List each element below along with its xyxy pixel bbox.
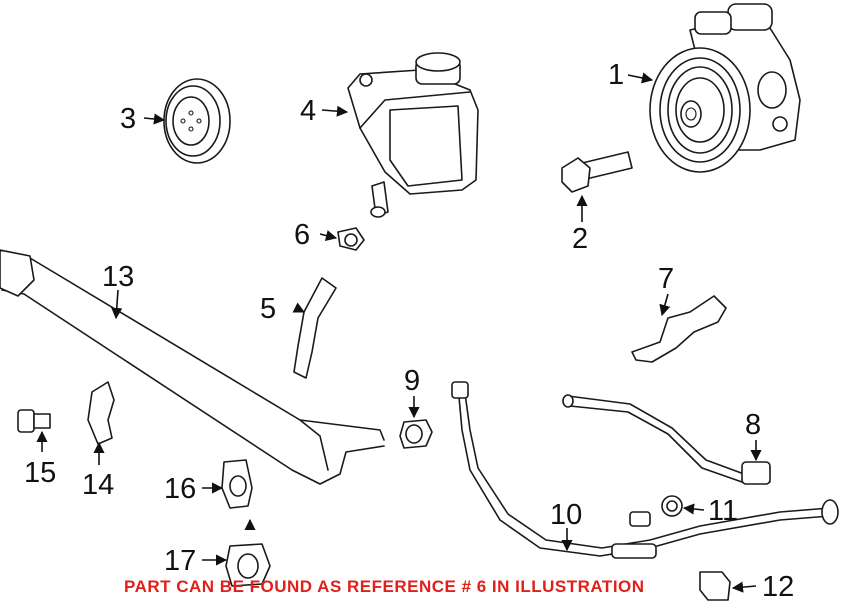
clamp: [221, 459, 253, 509]
power-steering-pump: [649, 3, 801, 173]
pressure-line: [451, 381, 839, 559]
reference-note: PART CAN BE FOUND AS REFERENCE # 6 IN IL…: [124, 577, 645, 596]
callout-3: 3: [120, 103, 136, 135]
pulley: [163, 78, 231, 164]
callout-16: 16: [164, 473, 196, 505]
clamp: [225, 543, 271, 587]
plug: [699, 571, 731, 601]
callout-11: 11: [708, 495, 738, 527]
bracket: [87, 381, 115, 445]
cooler-tube: [0, 249, 385, 485]
callout-14: 14: [82, 469, 114, 501]
callout-13: 13: [102, 261, 134, 293]
line-clip: [399, 419, 433, 449]
callout-9: 9: [404, 365, 420, 397]
o-ring: [661, 495, 683, 517]
hose-clamp: [337, 227, 365, 251]
callout-10: 10: [550, 499, 582, 531]
callout-1: 1: [608, 59, 624, 91]
callout-6: 6: [294, 219, 310, 251]
callout-5: 5: [260, 293, 276, 325]
hose: [631, 295, 727, 363]
return-line: [562, 394, 771, 485]
leader-lines: [36, 72, 762, 593]
callout-4: 4: [300, 95, 316, 127]
callout-2: 2: [572, 223, 588, 255]
callout-8: 8: [745, 409, 761, 441]
pump-sleeve: [561, 151, 633, 193]
bolt: [17, 409, 51, 433]
hose: [293, 277, 337, 379]
callout-labels: 1 2 3 4 5 6 7 8 9 10 11 12 13 14 15 16 1…: [24, 59, 794, 603]
callout-15: 15: [24, 457, 56, 489]
fluid-reservoir: [347, 52, 479, 218]
callout-7: 7: [658, 263, 674, 295]
callout-12: 12: [762, 571, 794, 603]
callout-17: 17: [164, 545, 196, 577]
